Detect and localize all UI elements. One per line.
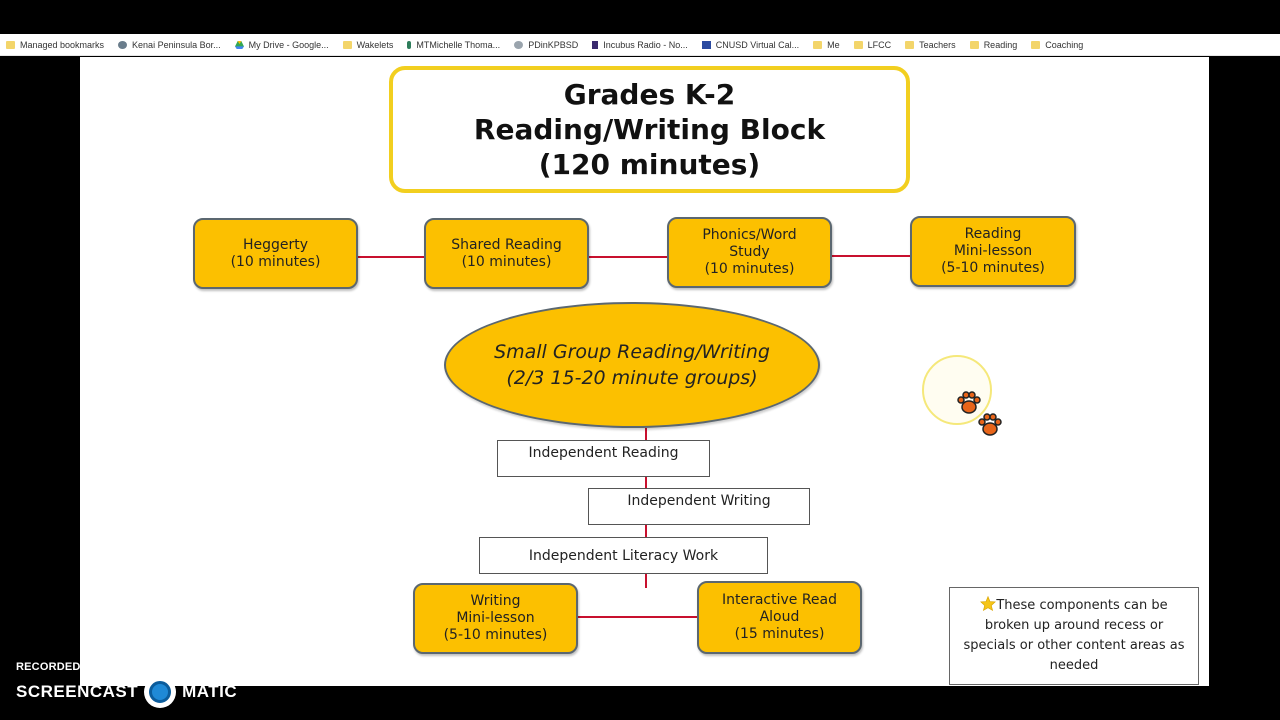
interactive-read-aloud-box: Interactive Read Aloud (15 minutes) bbox=[697, 581, 862, 654]
bookmark-label: Incubus Radio - No... bbox=[603, 39, 688, 50]
shared-reading-box: Shared Reading (10 minutes) bbox=[424, 218, 589, 289]
site-icon bbox=[118, 40, 128, 49]
independent-reading-box: Independent Reading bbox=[497, 440, 710, 477]
bookmark-label: My Drive - Google... bbox=[248, 39, 329, 50]
title-grade: Grades K-2 bbox=[563, 78, 736, 111]
bookmark-label: Reading bbox=[983, 39, 1018, 50]
bookmark-kenai[interactable]: Kenai Peninsula Bor... bbox=[118, 40, 221, 50]
bookmark-label: MTMichelle Thoma... bbox=[416, 39, 501, 50]
heggerty-box: Heggerty (10 minutes) bbox=[193, 218, 358, 289]
phonics-word-study-box: Phonics/Word Study (10 minutes) bbox=[667, 217, 832, 288]
bookmark-mtmichelle[interactable]: MTMichelle Thoma... bbox=[407, 40, 500, 50]
bookmark-lfcc[interactable]: LFCC bbox=[853, 39, 892, 50]
bookmark-teachers[interactable]: Teachers bbox=[905, 40, 956, 50]
bookmark-label: PDinKPBSD bbox=[528, 39, 579, 50]
connector-line bbox=[832, 255, 911, 257]
bookmark-wakelets[interactable]: Wakelets bbox=[342, 39, 394, 50]
folder-icon bbox=[813, 40, 823, 49]
recorder-brand-right: MATIC bbox=[182, 682, 238, 701]
bookmark-label: Teachers bbox=[919, 39, 956, 50]
small-group-subtitle: (2/3 15-20 minute groups) bbox=[506, 367, 758, 389]
calendar-icon bbox=[701, 40, 711, 49]
site-icon bbox=[514, 40, 524, 49]
cursor-highlight bbox=[922, 355, 992, 425]
pandora-icon bbox=[592, 40, 599, 49]
block-title: Grades K-2 Reading/Writing Block (120 mi… bbox=[389, 66, 910, 193]
folder-icon bbox=[905, 40, 915, 49]
recorder-logo-icon bbox=[144, 676, 177, 708]
bookmark-managed[interactable]: Managed bookmarks bbox=[6, 40, 104, 50]
bookmark-incubus-radio[interactable]: Incubus Radio - No... bbox=[592, 40, 688, 50]
slide-canvas: Grades K-2 Reading/Writing Block (120 mi… bbox=[80, 57, 1209, 686]
bookmark-label: Kenai Peninsula Bor... bbox=[132, 39, 221, 50]
folder-icon bbox=[853, 40, 863, 49]
site-icon bbox=[407, 40, 412, 49]
bookmark-label: LFCC bbox=[867, 39, 892, 50]
recorder-label: RECORDED WITH bbox=[16, 661, 113, 673]
star-icon bbox=[980, 595, 997, 612]
bookmark-my-drive[interactable]: My Drive - Google... bbox=[234, 39, 329, 50]
paw-print-icon bbox=[957, 391, 981, 414]
paw-print-icon bbox=[978, 413, 1002, 436]
bookmark-label: Managed bookmarks bbox=[20, 39, 105, 50]
bookmark-pdinkpbsd[interactable]: PDinKPBSD bbox=[514, 40, 578, 50]
recorder-brand: SCREENCAST MATIC bbox=[16, 676, 237, 708]
folder-icon bbox=[1031, 40, 1041, 49]
folder-icon bbox=[6, 40, 15, 49]
connector-line bbox=[577, 616, 698, 618]
bookmarks-bar: Managed bookmarks Kenai Peninsula Bor...… bbox=[0, 34, 1280, 56]
folder-icon bbox=[969, 40, 979, 49]
bookmark-me[interactable]: Me bbox=[813, 40, 840, 50]
note-text: These components can be broken up around… bbox=[963, 598, 1185, 673]
independent-writing-box: Independent Writing bbox=[588, 488, 810, 525]
note-box: These components can be broken up around… bbox=[949, 587, 1199, 685]
small-group-title: Small Group Reading/Writing bbox=[494, 341, 770, 363]
small-group-ellipse: Small Group Reading/Writing (2/3 15-20 m… bbox=[444, 302, 820, 428]
reading-mini-lesson-box: Reading Mini-lesson (5-10 minutes) bbox=[910, 216, 1076, 287]
bookmark-reading[interactable]: Reading bbox=[969, 39, 1018, 50]
bookmark-label: Coaching bbox=[1045, 39, 1084, 50]
drive-icon bbox=[234, 40, 244, 49]
bookmark-label: Wakelets bbox=[356, 39, 394, 50]
title-block: Reading/Writing Block bbox=[473, 113, 826, 146]
title-duration: (120 minutes) bbox=[538, 148, 761, 181]
connector-line bbox=[358, 256, 425, 258]
connector-line bbox=[589, 256, 668, 258]
folder-icon bbox=[342, 40, 352, 49]
bookmark-cnusd-calendar[interactable]: CNUSD Virtual Cal... bbox=[701, 39, 800, 50]
writing-mini-lesson-box: Writing Mini-lesson (5-10 minutes) bbox=[413, 583, 578, 654]
bookmark-label: CNUSD Virtual Cal... bbox=[715, 39, 800, 50]
recorder-brand-left: SCREENCAST bbox=[16, 682, 139, 701]
bookmark-coaching[interactable]: Coaching bbox=[1031, 40, 1083, 50]
independent-literacy-box: Independent Literacy Work bbox=[479, 537, 768, 574]
bookmark-label: Me bbox=[827, 39, 840, 50]
